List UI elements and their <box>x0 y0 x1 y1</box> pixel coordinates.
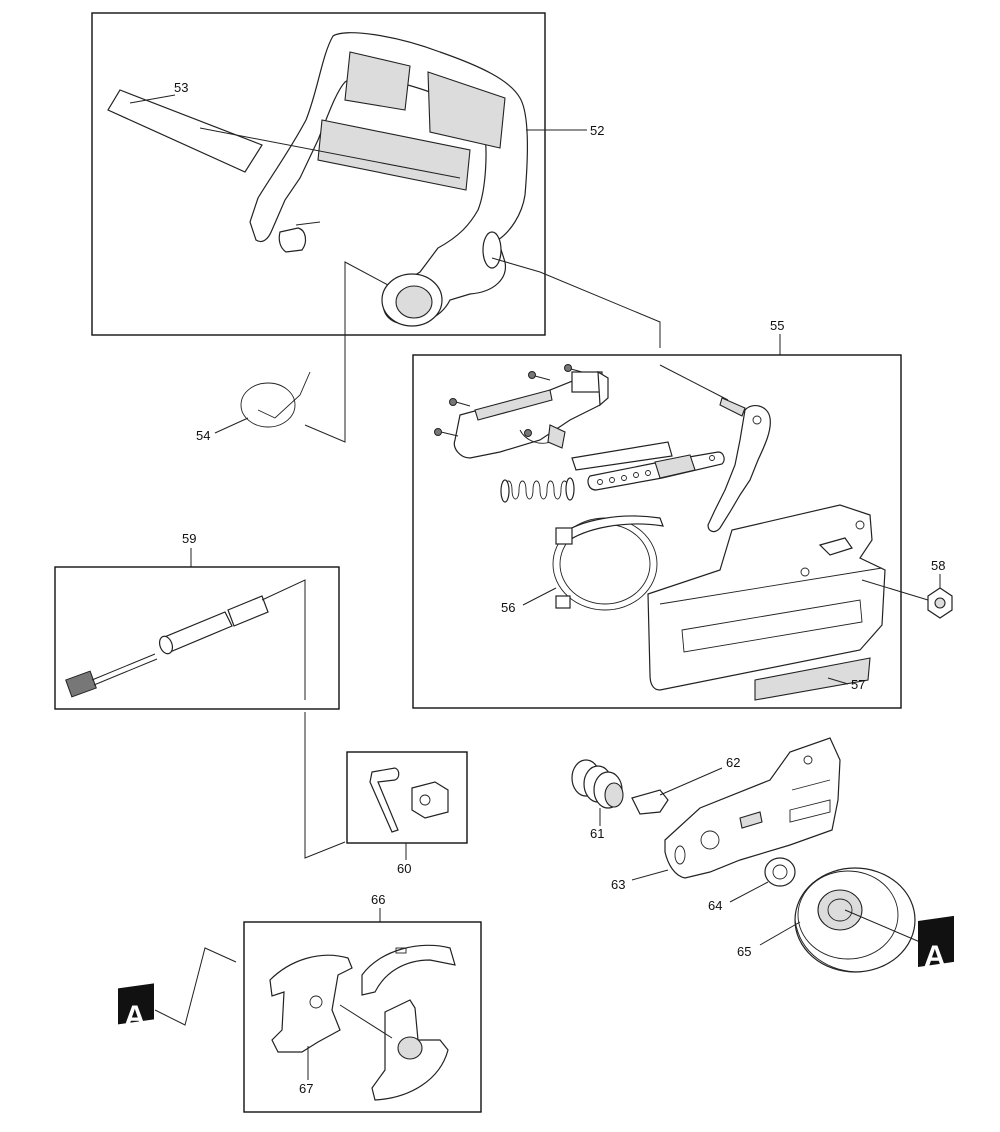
clutch-shoe-left-part <box>269 954 353 1053</box>
svg-text:A: A <box>124 1000 146 1033</box>
clutch-shoe-box <box>243 921 482 1113</box>
adjuster-screw-part <box>65 653 158 698</box>
label-66: 66 <box>371 892 385 907</box>
label-54: 54 <box>196 428 210 443</box>
label-55: 55 <box>770 318 784 333</box>
adjuster-box <box>54 566 340 710</box>
brake-band-part <box>552 515 664 611</box>
svg-text:A: A <box>924 940 946 973</box>
part-62 <box>631 789 669 815</box>
spring-61-part <box>571 759 624 809</box>
screws-part <box>434 364 583 449</box>
label-53: 53 <box>174 80 188 95</box>
label-62: 62 <box>726 755 740 770</box>
label-58: 58 <box>931 558 945 573</box>
hand-guard-box <box>91 12 546 336</box>
label-64: 64 <box>708 898 722 913</box>
label-57: 57 <box>851 677 865 692</box>
label-56: 56 <box>501 600 515 615</box>
nut-part <box>927 587 953 619</box>
brake-spring-part <box>500 477 575 503</box>
pin-part <box>369 767 400 833</box>
ref-marker-left: A <box>118 983 154 1033</box>
brake-plate-part <box>571 441 673 471</box>
brake-assembly-box <box>412 354 902 709</box>
guide-plate-part <box>664 737 841 879</box>
hand-guard-part <box>249 32 529 327</box>
label-63: 63 <box>611 877 625 892</box>
clutch-drum-part <box>794 867 916 973</box>
label-decal-part <box>107 89 263 173</box>
block-part <box>411 781 449 819</box>
label-52: 52 <box>590 123 604 138</box>
washer-part <box>764 857 796 887</box>
clutch-cover-part <box>647 504 886 701</box>
clutch-shoe-bottom-part <box>371 999 449 1101</box>
clutch-shoe-top-part <box>361 944 456 996</box>
retaining-ring-part <box>240 371 311 428</box>
brake-link-part <box>587 451 725 491</box>
label-59: 59 <box>182 531 196 546</box>
label-67: 67 <box>299 1081 313 1096</box>
label-61: 61 <box>590 826 604 841</box>
label-65: 65 <box>737 944 751 959</box>
brake-lever-part <box>453 370 609 459</box>
adjuster-pin-part <box>158 595 269 655</box>
brake-arm-part <box>707 397 771 533</box>
ref-marker-right: A <box>918 915 954 973</box>
pin-block-box <box>346 751 468 844</box>
label-60: 60 <box>397 861 411 876</box>
